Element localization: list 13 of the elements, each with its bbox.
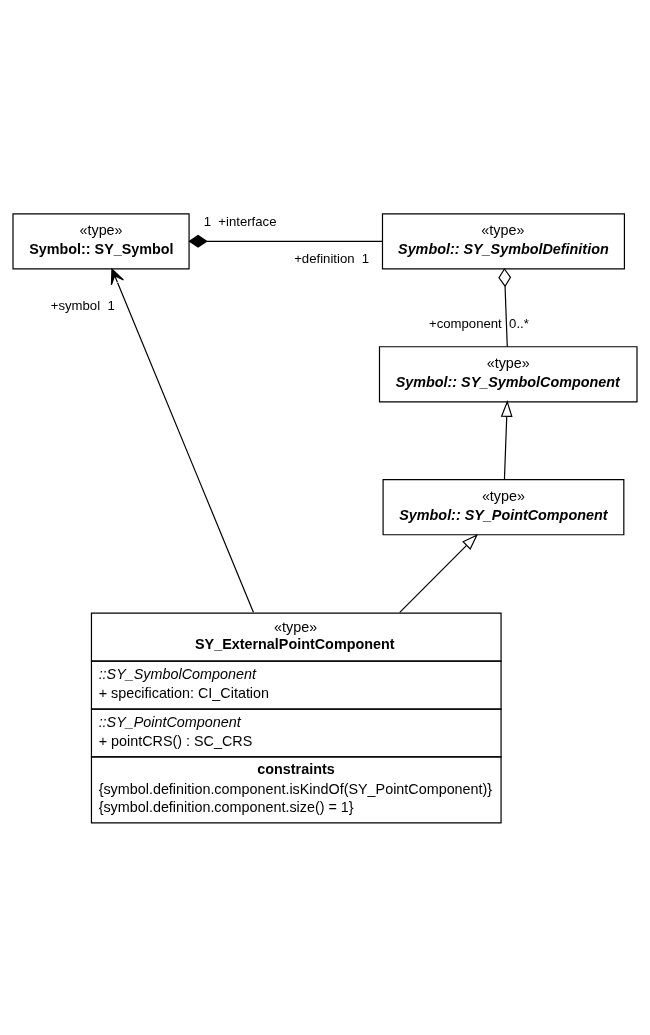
label: 1 +interface [203,213,277,229]
arrow [399,533,479,613]
label: +definition 1 [294,250,370,266]
label: +component 0..* [429,315,529,331]
node-box: «type» Symbol:: SY_Symbol [12,212,190,269]
label: +symbol 1 [50,297,115,313]
node-box: «type» Symbol:: SY_SymbolDefinition [381,212,625,269]
connector [498,267,512,347]
connector [188,234,383,248]
arrow [500,399,513,480]
node-box: «type» Symbol:: SY_SymbolComponent [378,345,638,402]
node-box: «type» Symbol:: SY_PointComponent [382,478,625,535]
arrow [110,267,254,613]
